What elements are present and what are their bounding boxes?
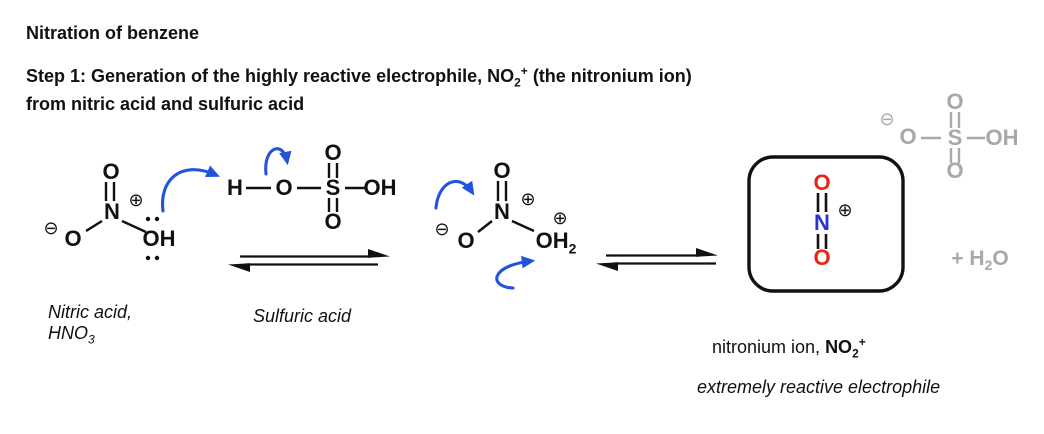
minus-charge-icon: ⊖ — [43, 218, 59, 238]
atom-nitrogen: N — [494, 199, 510, 224]
atom-hydrogen: H — [227, 175, 243, 200]
atom-hydroxyl: OH — [985, 125, 1019, 150]
plus-charge-icon: ⊕ — [520, 189, 536, 209]
atom-oxygen: O — [813, 245, 831, 270]
sulfuric-acid-caption: Sulfuric acid — [253, 306, 352, 326]
atom-oxygen: O — [813, 170, 831, 195]
atom-oxygen: O — [324, 209, 342, 234]
atom-oxygen: O — [275, 175, 293, 200]
atom-sulfur: S — [947, 125, 963, 150]
atom-oxygen: O — [102, 159, 120, 184]
step-heading-line1: Step 1: Generation of the highly reactiv… — [26, 64, 692, 90]
atom-oxygen: O — [899, 124, 917, 149]
atom-nitrogen: N — [814, 210, 830, 235]
nitric-acid-caption: Nitric acid, HNO3 — [48, 302, 132, 351]
atom-oxygen: O — [946, 158, 964, 183]
atom-nitrogen: N — [104, 199, 120, 224]
nitronium-formula: NO2+ — [825, 335, 866, 361]
plus-charge-icon: ⊕ — [837, 200, 853, 220]
minus-charge-icon: ⊖ — [879, 109, 895, 129]
nitronium-subcaption: extremely reactive electrophile — [697, 377, 941, 397]
atom-oxygen: O — [946, 89, 964, 114]
plus-charge-icon: ⊕ — [552, 208, 568, 228]
plus-charge-icon: ⊕ — [128, 190, 144, 210]
nitronium-caption: nitronium ion, NO2+ — [712, 335, 866, 361]
step-heading-line2: from nitric acid and sulfuric acid — [26, 93, 305, 114]
page-title: Nitration of benzene — [26, 23, 200, 43]
atom-oxygen: O — [64, 226, 82, 251]
minus-charge-icon: ⊖ — [434, 219, 450, 239]
step-heading: Step 1: Generation of the highly reactiv… — [26, 61, 692, 115]
atom-oxygen: O — [493, 158, 511, 183]
atom-oh2-group: OH2 — [535, 228, 577, 257]
water-byproduct-label: + H2O — [951, 247, 1009, 274]
atom-oxygen: O — [457, 228, 475, 253]
atom-hydroxyl: OH — [363, 175, 397, 200]
atom-sulfur: S — [325, 175, 341, 200]
atom-oxygen: O — [324, 140, 342, 165]
atom-hydroxyl: OH — [142, 226, 176, 251]
nitric-acid-formula: HNO3 — [48, 323, 95, 347]
